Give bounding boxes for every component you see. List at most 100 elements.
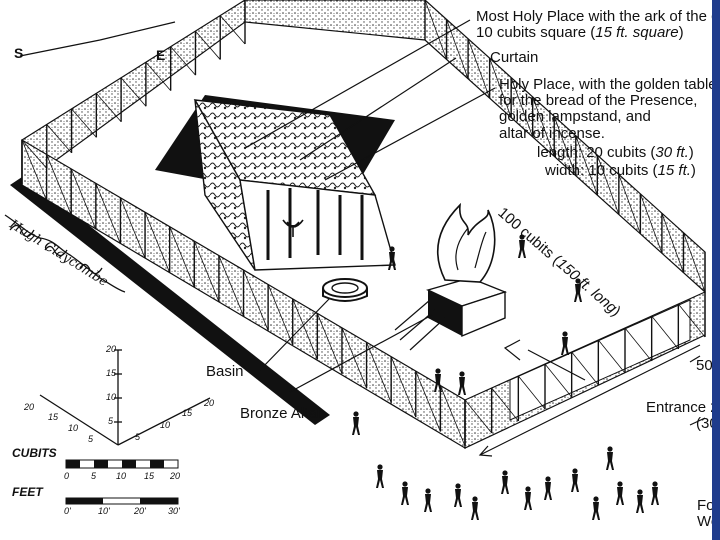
fence-rope bbox=[71, 108, 97, 138]
person-head bbox=[519, 234, 525, 240]
people-figures bbox=[352, 234, 659, 520]
fence-rope bbox=[440, 385, 466, 447]
fence-rope bbox=[618, 174, 641, 234]
fence-rope bbox=[596, 154, 620, 215]
fence-rope bbox=[553, 116, 577, 176]
holy-line2: for the bread of the Presence, bbox=[499, 92, 698, 110]
most-holy-line2-b: 15 ft. square bbox=[595, 24, 679, 42]
fence-rope bbox=[46, 124, 72, 154]
person-body bbox=[454, 489, 462, 507]
person-head bbox=[459, 371, 465, 377]
person-body bbox=[458, 377, 466, 395]
axis-l-tick: 15 bbox=[48, 412, 59, 422]
person-head bbox=[545, 476, 551, 482]
axis-l-tick: 10 bbox=[68, 423, 79, 433]
slide-edge-bar bbox=[712, 0, 720, 540]
fence-rope bbox=[510, 77, 534, 138]
fence-rope bbox=[95, 183, 121, 244]
person-head bbox=[637, 489, 643, 495]
cubit-tick: 10 bbox=[116, 471, 127, 481]
fence-rope bbox=[683, 232, 706, 293]
label-width: width: 10 cubits (15 ft.) bbox=[545, 162, 696, 179]
fence-rope bbox=[120, 77, 147, 107]
leader-lines bbox=[19, 19, 496, 393]
person-head bbox=[502, 470, 508, 476]
person-body bbox=[636, 495, 644, 513]
most-holy-line2: 10 cubits square (15 ft. square) bbox=[476, 25, 719, 41]
scale-cubits-label: CUBITS bbox=[12, 446, 57, 460]
label-entrance: Entrance 2 (30 bbox=[646, 399, 719, 432]
fence-rope bbox=[292, 298, 318, 360]
fence-rope bbox=[341, 327, 367, 389]
axis-v-tick: 15 bbox=[106, 368, 117, 378]
courtyard-shadow bbox=[10, 175, 330, 425]
fence-rope bbox=[651, 315, 679, 350]
fence-rope bbox=[169, 226, 195, 288]
person-body bbox=[544, 482, 552, 500]
holy-line4: altar of incense. bbox=[499, 124, 605, 142]
fence-rope bbox=[70, 168, 97, 230]
label-most-holy-place: Most Holy Place with the ark of the c 10… bbox=[476, 8, 719, 41]
person-body bbox=[606, 452, 614, 470]
person-head bbox=[472, 496, 478, 502]
person-body bbox=[401, 487, 409, 505]
person-head bbox=[425, 488, 431, 494]
fence-rope bbox=[464, 399, 492, 434]
person-head bbox=[525, 486, 531, 492]
scale-bar-feet bbox=[65, 497, 179, 505]
person-body bbox=[574, 284, 582, 302]
person-body bbox=[524, 492, 532, 510]
fence-rope bbox=[21, 139, 48, 169]
compass-east: E bbox=[156, 47, 166, 63]
feet-tick: 20' bbox=[134, 506, 146, 516]
person-body bbox=[501, 476, 509, 494]
axis-v-tick: 10 bbox=[106, 392, 117, 402]
label-bronze-altar: Bronze Altar bbox=[240, 405, 322, 422]
bronze-altar bbox=[394, 202, 508, 351]
fence-rope bbox=[144, 212, 171, 273]
fence-rope bbox=[598, 339, 626, 374]
fence-rope bbox=[661, 213, 684, 273]
fence-rope bbox=[96, 93, 122, 123]
person-head bbox=[593, 496, 599, 502]
person-body bbox=[616, 487, 624, 505]
person-body bbox=[571, 474, 579, 492]
person-head bbox=[455, 483, 461, 489]
fence-rope bbox=[415, 370, 441, 432]
width-b: 15 ft. bbox=[657, 162, 691, 179]
fence-rope bbox=[145, 61, 171, 91]
label-curtain: Curtain bbox=[490, 49, 539, 66]
scale-feet-label: FEET bbox=[12, 485, 43, 499]
person-body bbox=[434, 374, 442, 392]
person-head bbox=[617, 481, 623, 487]
fence-rope bbox=[218, 255, 244, 317]
fence-posts bbox=[21, 0, 706, 447]
cubit-tick: 20 bbox=[170, 471, 181, 481]
holy-line3: golden lampstand, and bbox=[499, 108, 651, 126]
person-body bbox=[424, 494, 432, 512]
compass-south: S bbox=[14, 45, 24, 61]
fence-rope bbox=[571, 351, 599, 386]
axis-l-tick: 5 bbox=[88, 434, 94, 444]
axis-r-tick: 20 bbox=[204, 398, 215, 408]
cubit-tick: 15 bbox=[144, 471, 155, 481]
fence-rope bbox=[390, 356, 417, 418]
person-head bbox=[572, 468, 578, 474]
fence-rope bbox=[46, 154, 72, 216]
fence-rope bbox=[424, 0, 447, 60]
cubit-tick: 5 bbox=[91, 471, 97, 481]
dimension-lines bbox=[478, 339, 706, 457]
fence-rope bbox=[489, 58, 512, 118]
label-basin: Basin bbox=[206, 363, 244, 380]
fence-rope bbox=[575, 135, 598, 196]
scale-axes bbox=[39, 349, 211, 446]
person-head bbox=[377, 464, 383, 470]
fence-rope bbox=[170, 46, 196, 76]
feet-tick: 10' bbox=[98, 506, 110, 516]
basin bbox=[322, 278, 368, 302]
axis-v-tick: 20 bbox=[106, 344, 117, 354]
axis-r-tick: 15 bbox=[182, 408, 193, 418]
width-c: ) bbox=[690, 162, 696, 179]
fence-rope bbox=[366, 342, 392, 403]
